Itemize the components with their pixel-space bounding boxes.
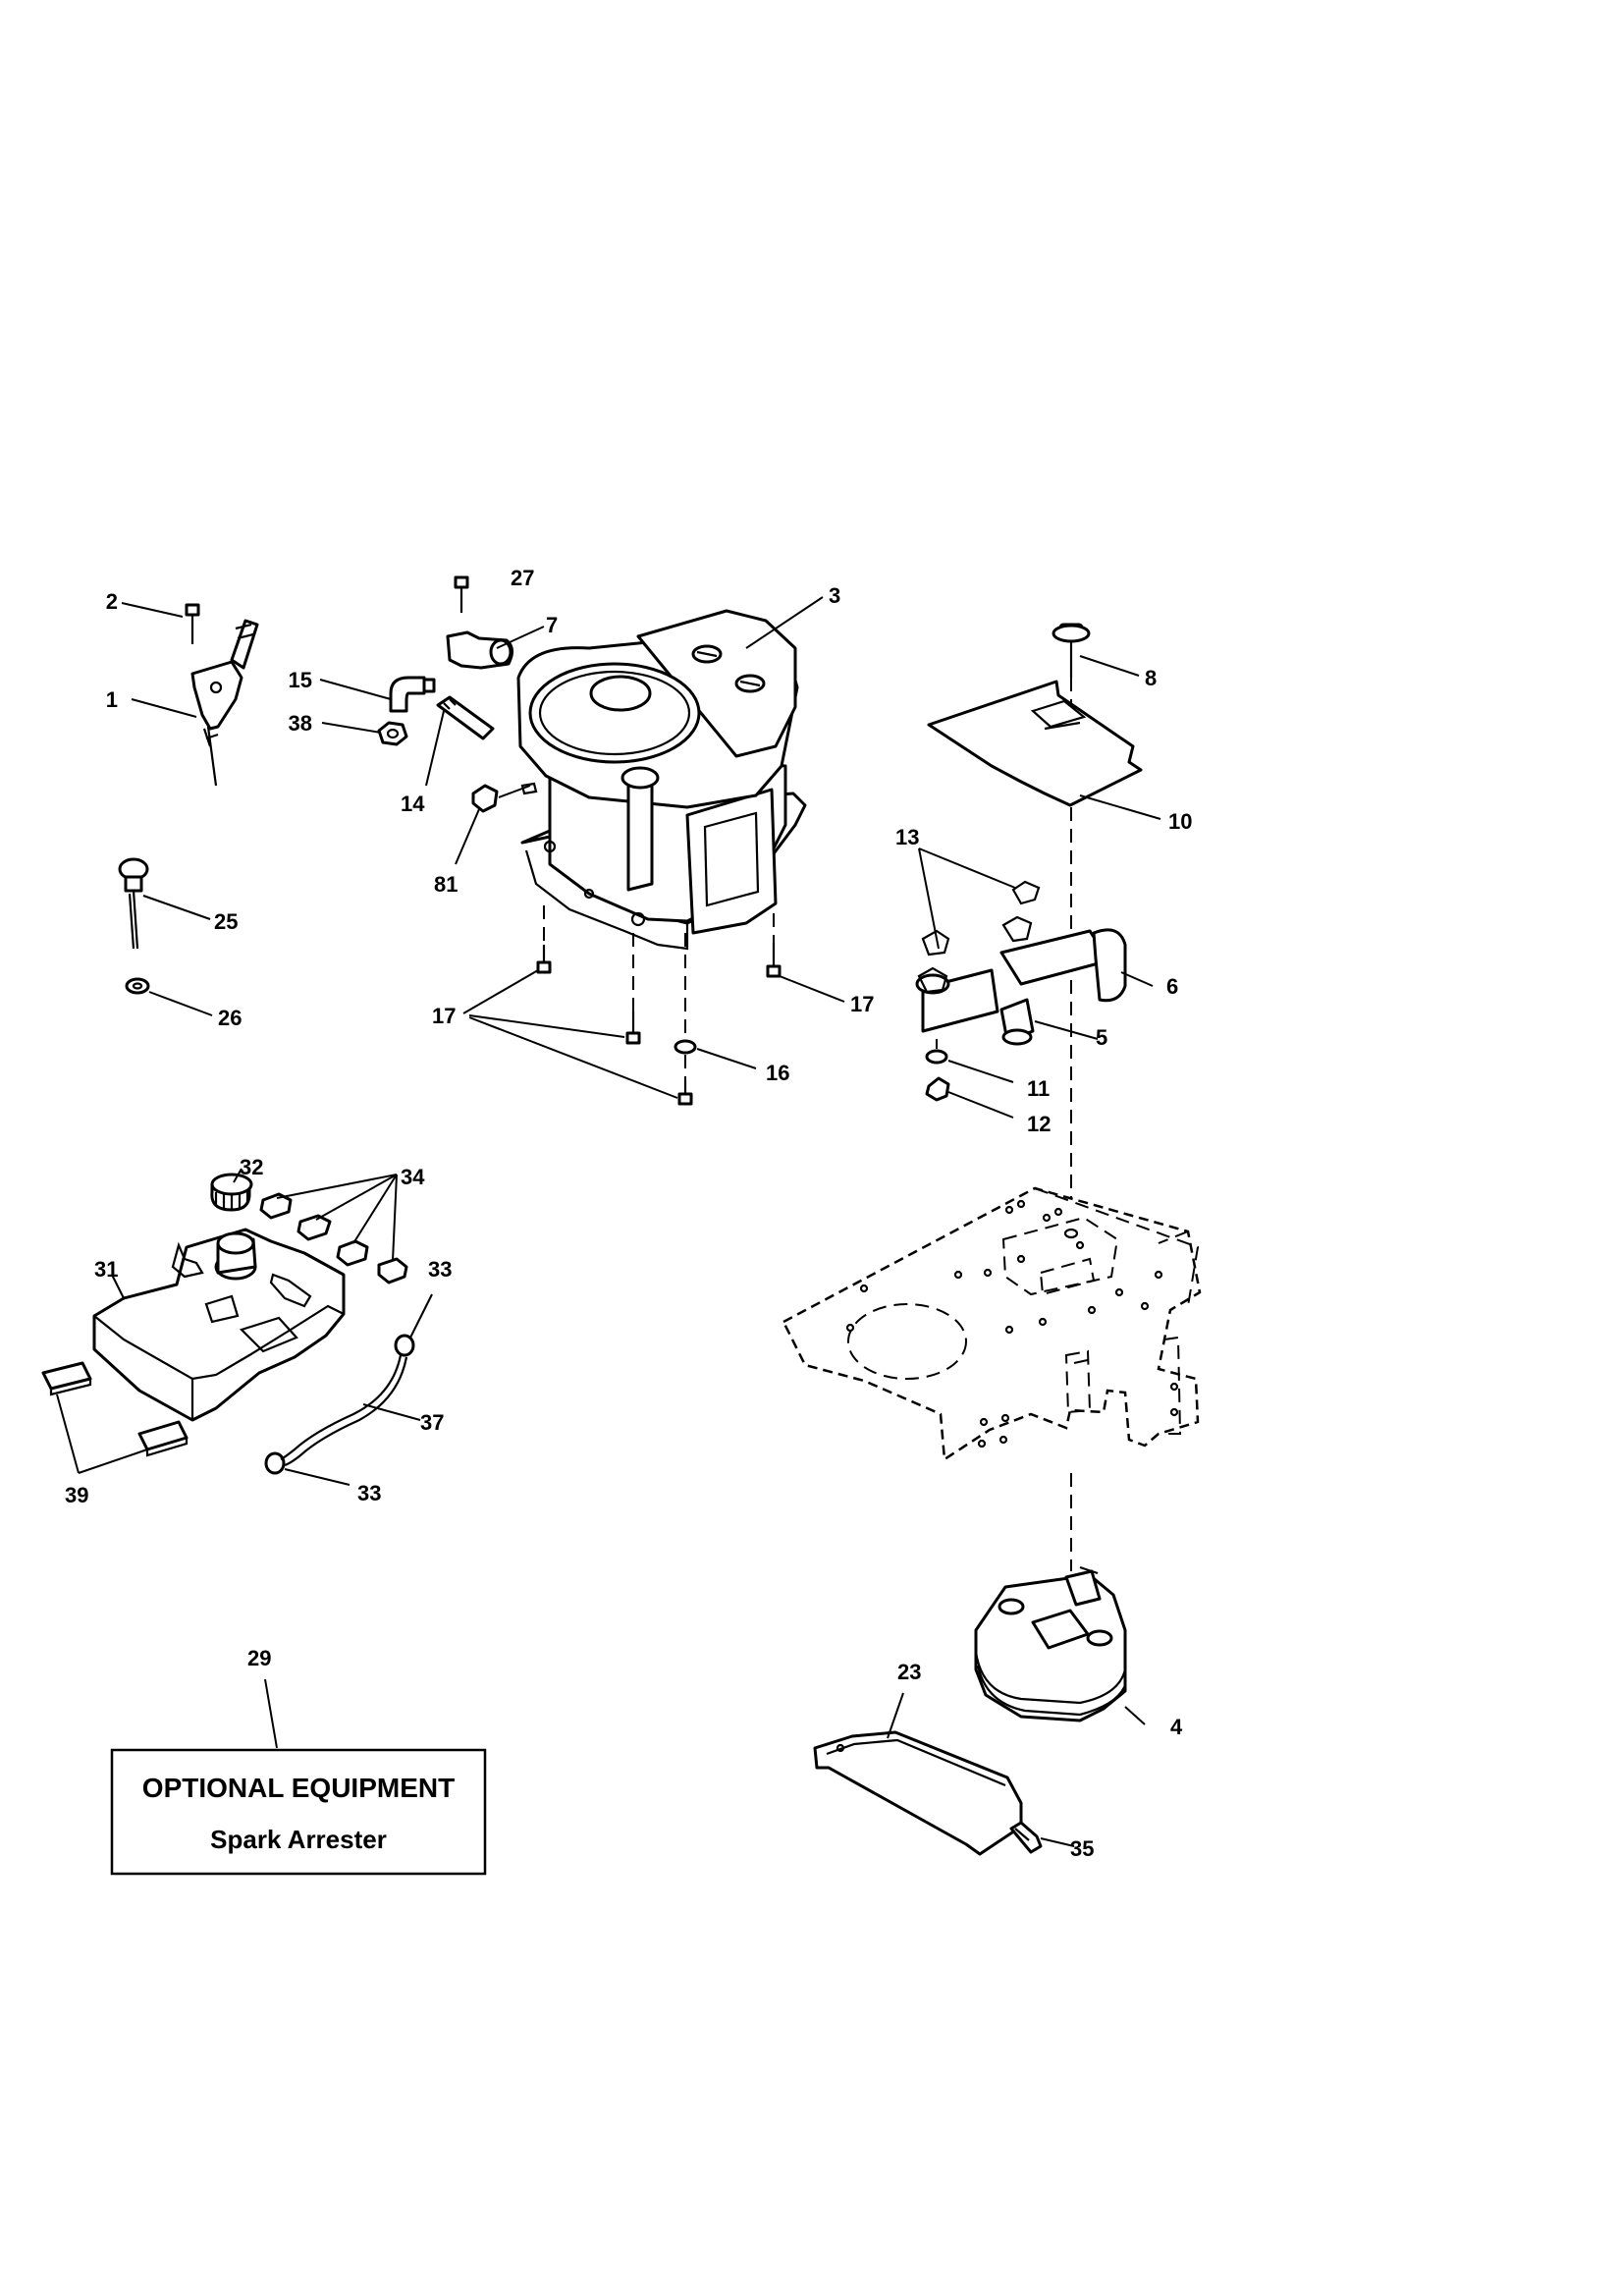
callout-14: 14 xyxy=(401,792,425,816)
callout-37: 37 xyxy=(420,1410,444,1435)
callout-3: 3 xyxy=(829,583,840,608)
callout-81: 81 xyxy=(434,872,458,897)
callout-13: 13 xyxy=(895,825,919,849)
callout-11: 11 xyxy=(1027,1076,1050,1101)
tank-pad-part xyxy=(259,1192,408,1285)
callout-12: 12 xyxy=(1027,1112,1051,1136)
callout-33a: 33 xyxy=(428,1257,452,1282)
callout-17b: 17 xyxy=(850,992,874,1016)
tank-spacer-part xyxy=(41,1361,189,1457)
screw-part xyxy=(185,603,200,644)
lock-washer-part xyxy=(925,1049,948,1065)
clamp-part xyxy=(446,630,513,670)
choke-knob-part xyxy=(118,857,149,950)
clamp-screw-part xyxy=(454,575,469,613)
gasket-part xyxy=(917,880,1041,994)
callout-17a: 17 xyxy=(432,1004,456,1028)
washer-part xyxy=(125,977,150,995)
callout-35: 35 xyxy=(1070,1836,1094,1861)
callout-16: 16 xyxy=(766,1061,789,1085)
fuel-tank-part xyxy=(92,1228,346,1422)
callout-39: 39 xyxy=(65,1483,88,1507)
callout-34: 34 xyxy=(401,1165,425,1189)
callout-31: 31 xyxy=(94,1257,118,1282)
flange-nut-part xyxy=(925,1076,950,1102)
callout-6: 6 xyxy=(1166,974,1178,999)
callout-1: 1 xyxy=(106,687,118,712)
callout-8: 8 xyxy=(1145,666,1157,690)
muffler-part xyxy=(974,1565,1127,1722)
hose-clamp-part xyxy=(264,1334,415,1475)
throttle-control-part xyxy=(190,619,259,787)
optional-equipment-subtitle: Spark Arrester xyxy=(210,1825,387,1854)
heat-guard-part xyxy=(813,1730,1023,1856)
callout-26: 26 xyxy=(218,1006,242,1030)
callout-10: 10 xyxy=(1168,809,1192,834)
elbow-fitting-part xyxy=(389,676,436,713)
callout-4: 4 xyxy=(1170,1715,1183,1739)
leader-lines xyxy=(56,596,1161,1847)
nut-part xyxy=(377,721,408,746)
callout-15: 15 xyxy=(289,668,312,692)
callout-5: 5 xyxy=(1096,1025,1107,1050)
optional-equipment-box: OPTIONAL EQUIPMENT Spark Arrester xyxy=(110,1748,487,1876)
callout-7: 7 xyxy=(546,613,558,637)
callout-38: 38 xyxy=(289,711,312,736)
screw-part xyxy=(1009,1821,1043,1854)
callout-labels: 1 2 3 4 5 6 7 8 10 11 12 13 14 15 16 17 … xyxy=(65,566,1192,1861)
chassis-frame-part xyxy=(782,1186,1202,1462)
optional-equipment-title: OPTIONAL EQUIPMENT xyxy=(142,1773,455,1803)
callout-25: 25 xyxy=(214,909,238,934)
callout-29: 29 xyxy=(247,1646,271,1670)
exhaust-manifold-part xyxy=(915,928,1127,1046)
fuel-hose-part xyxy=(436,695,495,740)
callout-33b: 33 xyxy=(357,1481,381,1505)
callout-32: 32 xyxy=(240,1155,263,1179)
heat-shield-part xyxy=(927,623,1143,807)
callout-27: 27 xyxy=(511,566,534,590)
fuel-cap-part xyxy=(210,1173,253,1212)
engine-part xyxy=(516,609,807,951)
nut-part xyxy=(471,784,499,813)
fuel-line-part xyxy=(280,1354,408,1467)
callout-23: 23 xyxy=(897,1660,921,1684)
engine-mounting-bolts xyxy=(536,905,782,1106)
callout-2: 2 xyxy=(106,589,118,614)
